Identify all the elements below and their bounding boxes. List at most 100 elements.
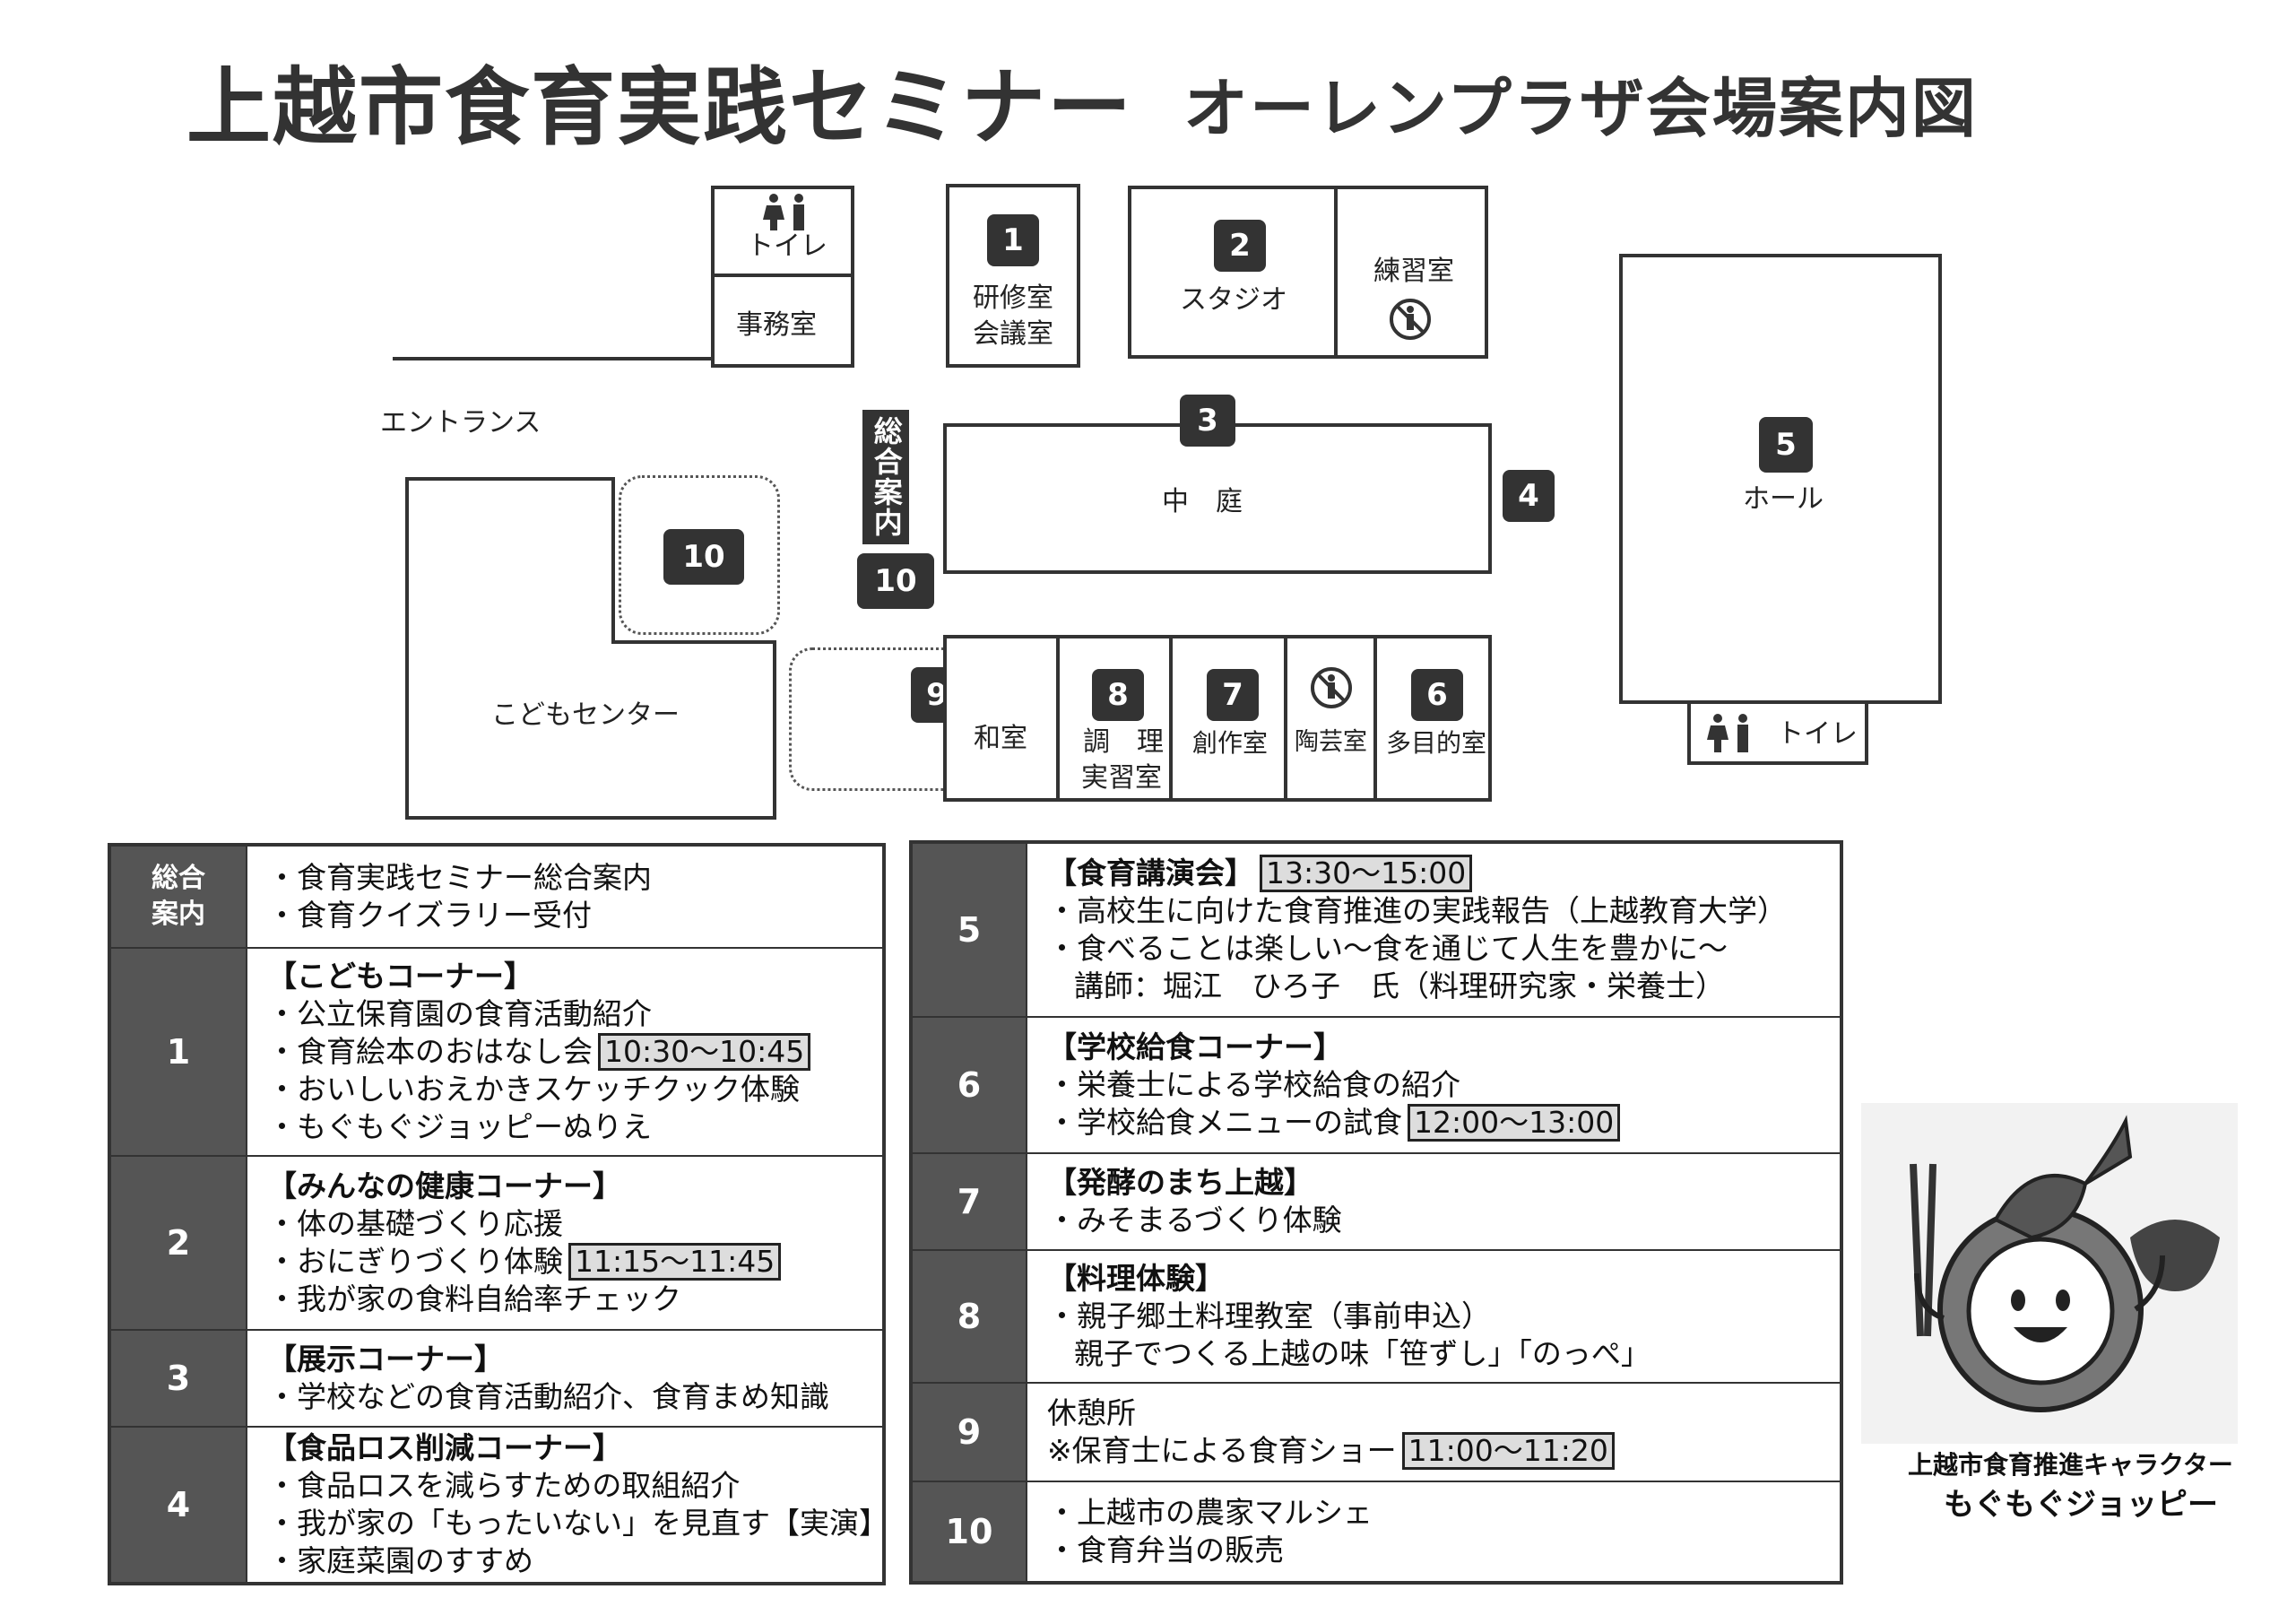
row-number: 1 [111, 949, 247, 1155]
practice-room-label: 練習室 [1370, 254, 1458, 291]
row-heading-text: 【食育講演会】 [1047, 855, 1254, 890]
row-line-text: 講師：堀江 ひろ子 氏（料理研究家・栄養士） [1074, 968, 1725, 1003]
row-line: ・食品ロスを減らすための取組紹介 [267, 1467, 882, 1505]
row-number: 8 [913, 1251, 1027, 1382]
row-content: 【展示コーナー】・学校などの食育活動紹介、食育まめ知識 [247, 1331, 882, 1426]
pottery-label: 陶芸室 [1295, 728, 1367, 756]
row-heading: 【食育講演会】13:30～15:00 [1047, 855, 1840, 892]
time-badge: 11:00～11:20 [1401, 1432, 1615, 1470]
row-line-text: ・食育絵本のおはなし会 [267, 1034, 593, 1069]
row-line: ・栄養士による学校給食の紹介 [1047, 1066, 1840, 1104]
courtyard[interactable]: 中 庭 [943, 423, 1492, 574]
toilet-right[interactable]: トイレ [1687, 700, 1868, 765]
row-line-text: ・学校給食メニューの試食 [1047, 1105, 1402, 1140]
row-line-text: ・学校などの食育活動紹介、食育まめ知識 [267, 1379, 829, 1414]
row-content: 【食育講演会】13:30～15:00・高校生に向けた食育推進の実践報告（上越教育… [1027, 844, 1840, 1016]
row-heading: 【発酵のまち上越】 [1047, 1164, 1840, 1202]
row-line-text: 休憩所 [1047, 1395, 1136, 1430]
row-content: ・上越市の農家マルシェ・食育弁当の販売 [1027, 1482, 1840, 1581]
restroom-icon-right [1707, 714, 1748, 752]
table-row: 総合 案内・食育実践セミナー総合案内・食育クイズラリー受付 [111, 847, 882, 949]
row-content: 【発酵のまち上越】・みそまるづくり体験 [1027, 1154, 1840, 1249]
room-5-hall[interactable]: 5 ホール [1619, 254, 1942, 704]
room-7[interactable]: 7 創作室 [1169, 635, 1287, 802]
table-row: 4【食品ロス削減コーナー】・食品ロスを減らすための取組紹介・我が家の「もったいな… [111, 1428, 888, 1582]
row-heading-text: 【料理体験】 [1047, 1261, 1225, 1296]
room-1-label-2: 会議室 [973, 318, 1053, 350]
room-6[interactable]: 6 多目的室 [1373, 635, 1492, 802]
row-heading: 【展示コーナー】 [267, 1341, 882, 1378]
toilet-right-label: トイレ [1777, 718, 1858, 750]
no-entry-icon [1390, 299, 1431, 340]
row-number: 2 [111, 1157, 247, 1329]
time-badge: 13:30～15:00 [1260, 855, 1473, 892]
row-line-text: ・食べることは楽しい～食を通じて人生を豊かに～ [1047, 931, 1728, 966]
row-number: 10 [913, 1482, 1027, 1581]
room-4-badge[interactable]: 4 [1503, 470, 1555, 522]
row-number: 総合 案内 [111, 847, 247, 947]
no-entry-icon-pottery [1311, 667, 1352, 708]
row-line: ・学校などの食育活動紹介、食育まめ知識 [267, 1378, 882, 1416]
room-6-badge: 6 [1411, 669, 1463, 721]
row-line-text: ・食育実践セミナー総合案内 [267, 860, 652, 895]
restroom-icon [763, 194, 804, 230]
row-heading-text: 【学校給食コーナー】 [1047, 1029, 1343, 1064]
toilet-top[interactable]: トイレ [711, 186, 854, 277]
row-number: 7 [913, 1154, 1027, 1249]
room-10b-badge[interactable]: 10 [857, 553, 934, 609]
room-8[interactable]: 8 調 理 実習室 [1056, 635, 1173, 802]
practice-room[interactable]: 練習室 [1334, 186, 1488, 359]
kids-center-label: こどもセンター [491, 699, 680, 731]
row-line-text: ・家庭菜園のすすめ [267, 1543, 533, 1578]
office[interactable]: 事務室 [711, 274, 854, 368]
row-content: ・食育実践セミナー総合案内・食育クイズラリー受付 [247, 847, 882, 947]
row-line: ・上越市の農家マルシェ [1047, 1494, 1840, 1532]
row-line: ・体の基礎づくり応援 [267, 1205, 882, 1243]
row-heading-text: 【こどもコーナー】 [267, 959, 533, 994]
row-line: ・食べることは楽しい～食を通じて人生を豊かに～ [1047, 930, 1840, 968]
washitsu[interactable]: 和室 [943, 635, 1060, 802]
courtyard-label: 中 庭 [1162, 486, 1243, 517]
room-6-label: 多目的室 [1386, 728, 1487, 758]
entrance-wall [393, 357, 715, 360]
room-10a-area[interactable] [619, 475, 780, 635]
room-10a-badge: 10 [663, 529, 744, 585]
time-badge: 11:15～11:45 [568, 1243, 782, 1281]
row-line-text: ・公立保育園の食育活動紹介 [267, 996, 652, 1031]
row-heading: 【みんなの健康コーナー】 [267, 1168, 882, 1205]
pottery-room[interactable]: 陶芸室 [1284, 635, 1377, 802]
row-number: 5 [913, 844, 1027, 1016]
room-1-label-1: 研修室 [973, 282, 1053, 314]
general-info-box[interactable]: 総合案内 [862, 410, 909, 544]
room-1[interactable]: 1 研修室 会議室 [946, 184, 1080, 368]
row-heading-text: 【発酵のまち上越】 [1047, 1165, 1313, 1200]
row-line: ・みそまるづくり体験 [1047, 1202, 1840, 1239]
entrance-label: エントランス [380, 407, 542, 439]
row-heading: 【食品ロス削減コーナー】 [267, 1429, 882, 1467]
row-line: ・親子郷土料理教室（事前申込） [1047, 1298, 1840, 1335]
row-line: ・食育弁当の販売 [1047, 1532, 1840, 1569]
row-line-text: ・おにぎりづくり体験 [267, 1244, 563, 1279]
row-line: ・我が家の食料自給率チェック [267, 1281, 882, 1318]
table-row: 10・上越市の農家マルシェ・食育弁当の販売 [913, 1482, 1840, 1581]
page-title: 上越市食育実践セミナー [186, 59, 1134, 157]
row-line-text: ・体の基礎づくり応援 [267, 1206, 563, 1241]
row-heading-text: 【展示コーナー】 [267, 1342, 504, 1376]
room-2[interactable]: 2 スタジオ [1128, 186, 1338, 359]
row-line-text: ・我が家の「もったいない」を見直す【実演】 [267, 1506, 888, 1541]
row-content: 【食品ロス削減コーナー】・食品ロスを減らすための取組紹介・我が家の「もったいない… [247, 1428, 888, 1582]
table-row: 3【展示コーナー】・学校などの食育活動紹介、食育まめ知識 [111, 1331, 882, 1428]
table-row: 7【発酵のまち上越】・みそまるづくり体験 [913, 1154, 1840, 1251]
room-3-badge[interactable]: 3 [1180, 395, 1235, 447]
room-8-badge: 8 [1092, 669, 1144, 721]
kids-center-outline[interactable] [403, 475, 780, 839]
row-heading-text: 【みんなの健康コーナー】 [267, 1168, 622, 1203]
general-info-label: 総合案内 [869, 416, 904, 538]
